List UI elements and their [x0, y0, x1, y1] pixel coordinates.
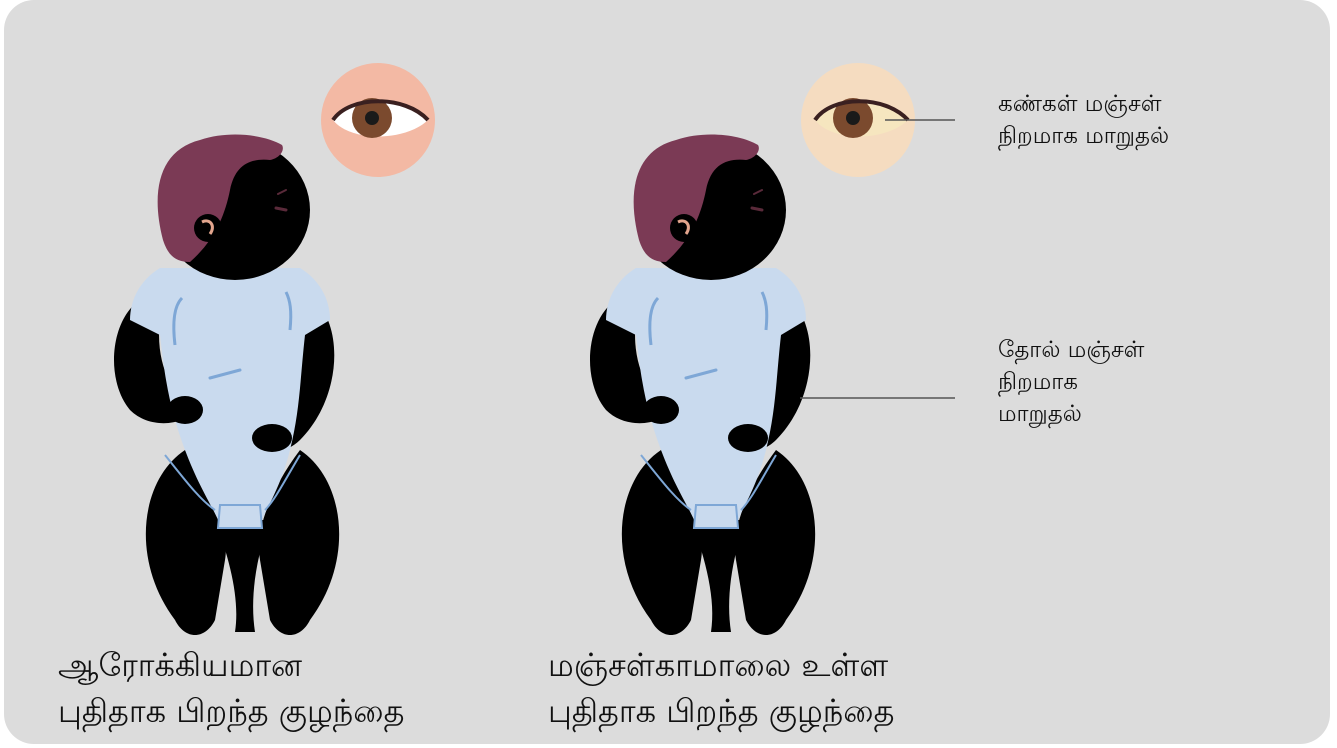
healthy-caption-line-1: ஆரோக்கியமான	[58, 642, 404, 688]
jaundiced-baby-illustration: .jb .skin{fill:#f5dcc0;}	[590, 135, 815, 635]
skin-yellow-label: தோல் மஞ்சள் நிறமாக மாறுதல்	[998, 334, 1144, 430]
healthy-baby-caption: ஆரோக்கியமான புதிதாக பிறந்த குழந்தை	[58, 642, 404, 734]
eyes-label-line-2: நிறமாக மாறுதல்	[998, 120, 1169, 152]
healthy-eye-icon	[321, 63, 435, 177]
eyes-label-line-1: கண்கள் மஞ்சள்	[998, 88, 1169, 120]
jaundice-caption-line-2: புதிதாக பிறந்த குழந்தை	[548, 688, 894, 734]
eyes-yellow-label: கண்கள் மஞ்சள் நிறமாக மாறுதல்	[998, 88, 1169, 152]
healthy-baby-illustration: .hb .skin{fill:#f3b9a4;}	[114, 135, 339, 635]
skin-label-line-2: நிறமாக	[998, 366, 1144, 398]
skin-label-line-1: தோல் மஞ்சள்	[998, 334, 1144, 366]
jaundice-baby-caption: மஞ்சள்காமாலை உள்ள புதிதாக பிறந்த குழந்தை	[548, 642, 894, 734]
jaundice-caption-line-1: மஞ்சள்காமாலை உள்ள	[548, 642, 894, 688]
healthy-caption-line-2: புதிதாக பிறந்த குழந்தை	[58, 688, 404, 734]
skin-label-line-3: மாறுதல்	[998, 398, 1144, 430]
